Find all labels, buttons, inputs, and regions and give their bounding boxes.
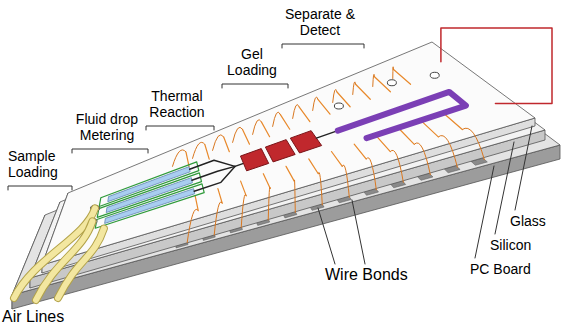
bond-wire — [212, 135, 223, 151]
callout-label: Wire Bonds — [325, 267, 408, 283]
detector-wire — [441, 28, 552, 103]
electrode-trace — [445, 114, 462, 129]
callout-label: Air Lines — [2, 309, 64, 325]
bond-wire — [192, 142, 204, 158]
stage-bracket — [146, 126, 214, 130]
bond-wire — [253, 120, 262, 135]
fluid-channel — [316, 131, 337, 138]
stage-label: Sample Loading — [8, 148, 66, 180]
electrode-trace — [243, 129, 250, 144]
bond-wire — [294, 180, 295, 213]
stage-label: Separate & Detect — [282, 6, 358, 38]
bond-wire — [214, 202, 222, 235]
electrode-trace — [400, 129, 415, 144]
air-tube — [14, 208, 95, 298]
bond-wire — [232, 127, 242, 143]
reservoir-port — [334, 103, 343, 109]
bond-wire — [333, 89, 337, 102]
reservoir-port — [387, 80, 396, 86]
stage-label: Fluid drop Metering — [72, 111, 142, 143]
reaction-chamber — [265, 140, 295, 162]
bond-wire — [373, 74, 375, 87]
bond-wire — [342, 165, 349, 198]
air-tube-outline — [58, 229, 104, 298]
reaction-chamber — [290, 131, 321, 153]
electrode-trace — [205, 144, 209, 159]
layer-label: Glass — [510, 213, 546, 229]
electrode-trace — [318, 99, 330, 114]
electrode-trace — [218, 189, 222, 204]
bond-wire — [241, 195, 246, 228]
bond-wire — [462, 128, 484, 160]
stage-bracket — [282, 44, 364, 48]
metering-outline — [95, 184, 204, 228]
stage-label: Gel Loading — [222, 46, 282, 78]
stage-label: Thermal Reaction — [146, 88, 208, 120]
reaction-chamber — [240, 149, 268, 171]
air-tube — [58, 229, 104, 298]
electrode-trace — [224, 137, 230, 152]
electrode-trace — [377, 137, 390, 152]
silicon-layer-front — [30, 130, 545, 288]
fluid-channel — [194, 166, 235, 191]
leader-line — [352, 200, 365, 264]
layer-label: Silicon — [490, 237, 531, 253]
stage-bracket — [8, 186, 72, 190]
stage-bracket — [72, 149, 148, 153]
electrode-trace — [356, 84, 371, 99]
bond-wire — [438, 136, 457, 168]
leader-line — [318, 208, 335, 264]
reservoir-port — [430, 72, 439, 78]
bond-wire — [273, 112, 281, 127]
bond-wire — [366, 158, 376, 191]
air-tube-outline — [14, 208, 95, 298]
bond-wire — [318, 172, 322, 205]
separation-channel — [338, 92, 466, 138]
electrode-trace — [309, 159, 319, 174]
glass-layer-top — [42, 42, 535, 265]
electrode-trace — [299, 107, 310, 122]
bond-wire — [390, 150, 403, 182]
fluid-channel — [235, 163, 244, 166]
bond-wire — [268, 187, 270, 220]
bond-wire — [313, 97, 318, 111]
electrode-trace — [241, 181, 247, 196]
electrode-trace — [280, 114, 290, 129]
electrode-trace — [422, 122, 438, 137]
electrode-trace — [195, 196, 198, 211]
bond-wire — [392, 67, 394, 79]
bond-wire — [353, 82, 356, 95]
electrode-trace — [263, 174, 270, 189]
layer-label: PC Board — [470, 261, 531, 277]
bond-wire — [414, 143, 430, 175]
electrode-trace — [261, 122, 269, 137]
bond-wire — [293, 105, 299, 119]
bond-wire — [187, 209, 198, 243]
bond-wire — [172, 150, 186, 167]
electrode-trace — [331, 152, 342, 167]
leader-line — [515, 126, 532, 210]
stage-bracket — [222, 84, 288, 88]
electrode-trace — [286, 166, 294, 181]
electrode-trace — [354, 144, 366, 159]
metering-channel — [105, 189, 195, 224]
